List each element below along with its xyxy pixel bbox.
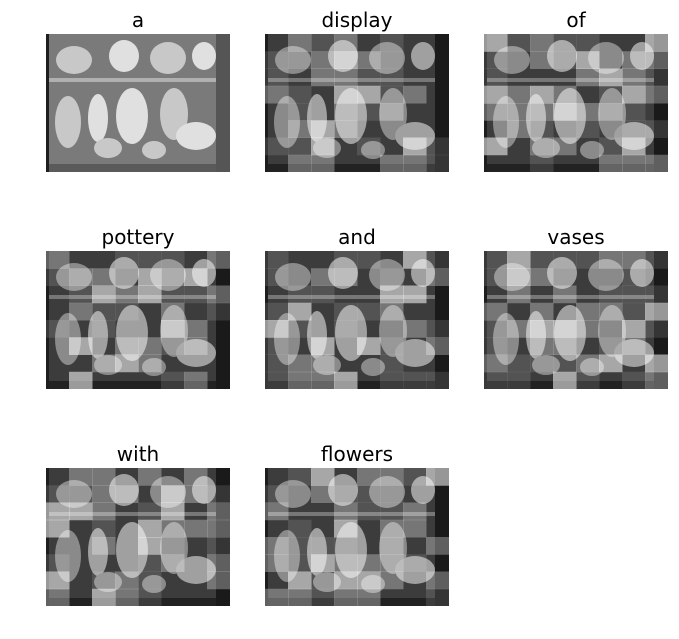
pottery-image-attention	[46, 34, 230, 172]
panel-title: a	[131, 8, 145, 32]
panel-title: of	[566, 8, 586, 32]
pottery-image-attention	[265, 468, 449, 606]
pottery-image-attention	[46, 468, 230, 606]
pottery-image-attention	[484, 251, 668, 389]
panel-title: with	[116, 442, 160, 466]
panel-title: and	[338, 225, 376, 249]
panel-title: display	[321, 8, 393, 32]
pottery-image-attention	[46, 251, 230, 389]
pottery-image-attention	[484, 34, 668, 172]
pottery-image-attention	[265, 251, 449, 389]
panel-title: flowers	[320, 442, 394, 466]
panel-title: vases	[547, 225, 605, 249]
pottery-image-attention	[265, 34, 449, 172]
panel-title: pottery	[101, 225, 175, 249]
